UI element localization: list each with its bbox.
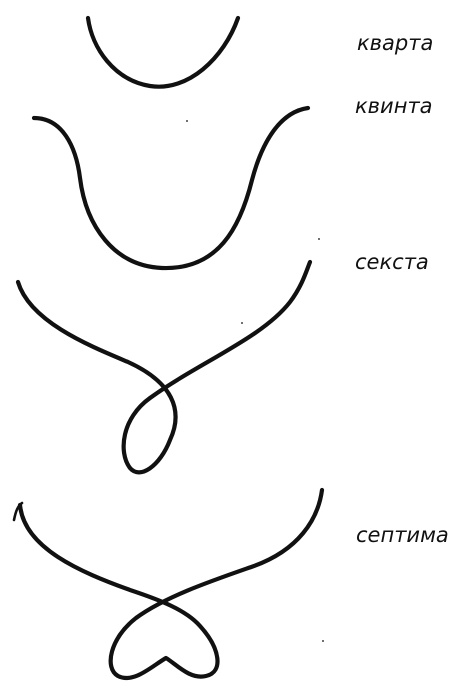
gesture-curve-sixth <box>18 262 310 472</box>
gesture-curve-fifth <box>34 108 308 268</box>
interval-label-fourth: кварта <box>357 33 433 54</box>
scan-speck <box>318 238 320 240</box>
scan-speck <box>186 120 188 122</box>
interval-label-seventh: септима <box>356 525 449 546</box>
gesture-curve-fourth <box>88 18 238 87</box>
scan-speck <box>241 322 243 324</box>
interval-label-sixth: секста <box>355 252 429 273</box>
scan-speck <box>322 640 324 642</box>
interval-label-fifth: квинта <box>355 96 433 117</box>
gesture-curve-seventh <box>14 490 322 678</box>
